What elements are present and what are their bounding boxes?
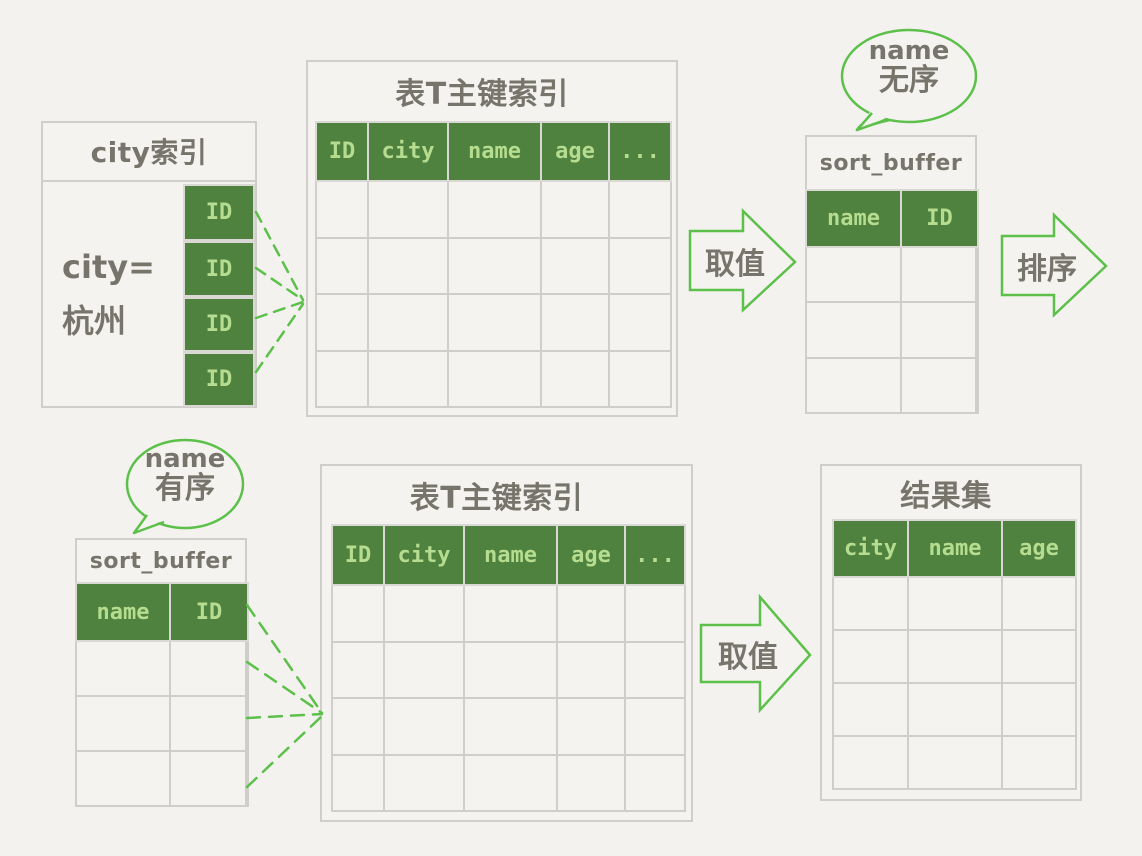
table-row xyxy=(805,356,979,415)
city-index-id-cell: ID xyxy=(183,184,255,241)
table-row xyxy=(75,640,249,697)
table-row xyxy=(331,697,686,756)
column-header-name: name xyxy=(805,189,902,248)
primary-index-table-top: ID city name age ... xyxy=(315,121,672,408)
column-header-age: age xyxy=(556,524,626,586)
sort-buffer-title-bottom: sort_buffer xyxy=(89,549,233,574)
city-key-line2: 杭州 xyxy=(62,302,127,340)
table-row xyxy=(75,695,249,752)
table-row xyxy=(331,753,686,812)
fetch-arrow-top-label: 取值 xyxy=(705,246,765,282)
table-row xyxy=(805,245,979,304)
bubble-unordered-line2: 无序 xyxy=(879,63,939,99)
bubble-ordered-line2: 有序 xyxy=(155,471,215,507)
column-header-id: ID xyxy=(900,189,979,248)
city-index-id-cell: ID xyxy=(183,241,255,297)
column-header-name: name xyxy=(447,121,542,182)
primary-index-title-top: 表T主键索引 xyxy=(395,77,569,112)
sort-arrow-label: 排序 xyxy=(1017,251,1077,287)
city-key-line1: city= xyxy=(62,248,155,286)
table-row xyxy=(315,236,672,295)
dashed-pointer-lines-bottom xyxy=(245,603,324,789)
table-row xyxy=(315,349,672,408)
table-row xyxy=(331,584,686,643)
table-row xyxy=(315,293,672,352)
primary-index-table-bottom: ID city name age ... xyxy=(331,524,686,812)
city-index-id-cell: ID xyxy=(183,297,255,352)
table-row xyxy=(315,180,672,239)
column-header-age: age xyxy=(540,121,610,182)
dashed-pointer-lines-top xyxy=(254,210,305,374)
column-header-city: city xyxy=(383,524,465,586)
result-set-table: city name age xyxy=(832,519,1077,790)
table-row xyxy=(832,682,1077,737)
column-header-name: name xyxy=(907,519,1003,578)
column-header-age: age xyxy=(1001,519,1077,578)
table-row xyxy=(832,735,1077,790)
bubble-ordered-line1: name xyxy=(144,444,226,474)
column-header-city: city xyxy=(832,519,909,578)
bubble-unordered-line1: name xyxy=(868,36,950,66)
sort-buffer-table-top: name ID xyxy=(805,189,979,415)
fetch-arrow-bottom-label: 取值 xyxy=(718,640,778,675)
result-set-title: 结果集 xyxy=(900,479,992,514)
column-header-name: name xyxy=(75,582,171,642)
table-row xyxy=(832,629,1077,684)
sort-buffer-title-top: sort_buffer xyxy=(819,151,963,176)
column-header-id: ID xyxy=(315,121,369,182)
column-header-more: ... xyxy=(624,524,686,586)
column-header-id: ID xyxy=(331,524,385,586)
bubble-unordered-text: name 无序 xyxy=(850,36,968,99)
city-index-id-cell: ID xyxy=(183,352,255,407)
city-index-key-label: city= 杭州 xyxy=(62,240,172,348)
column-header-name: name xyxy=(463,524,558,586)
table-row xyxy=(805,301,979,359)
table-row xyxy=(331,640,686,699)
sort-buffer-table-bottom: name ID xyxy=(75,582,249,807)
bubble-ordered-text: name 有序 xyxy=(133,444,237,507)
city-index-title: city索引 xyxy=(41,121,257,182)
column-header-id: ID xyxy=(169,582,249,642)
table-row xyxy=(75,750,249,807)
column-header-city: city xyxy=(367,121,449,182)
primary-index-title-bottom: 表T主键索引 xyxy=(409,481,584,516)
column-header-more: ... xyxy=(608,121,672,182)
table-row xyxy=(832,576,1077,631)
